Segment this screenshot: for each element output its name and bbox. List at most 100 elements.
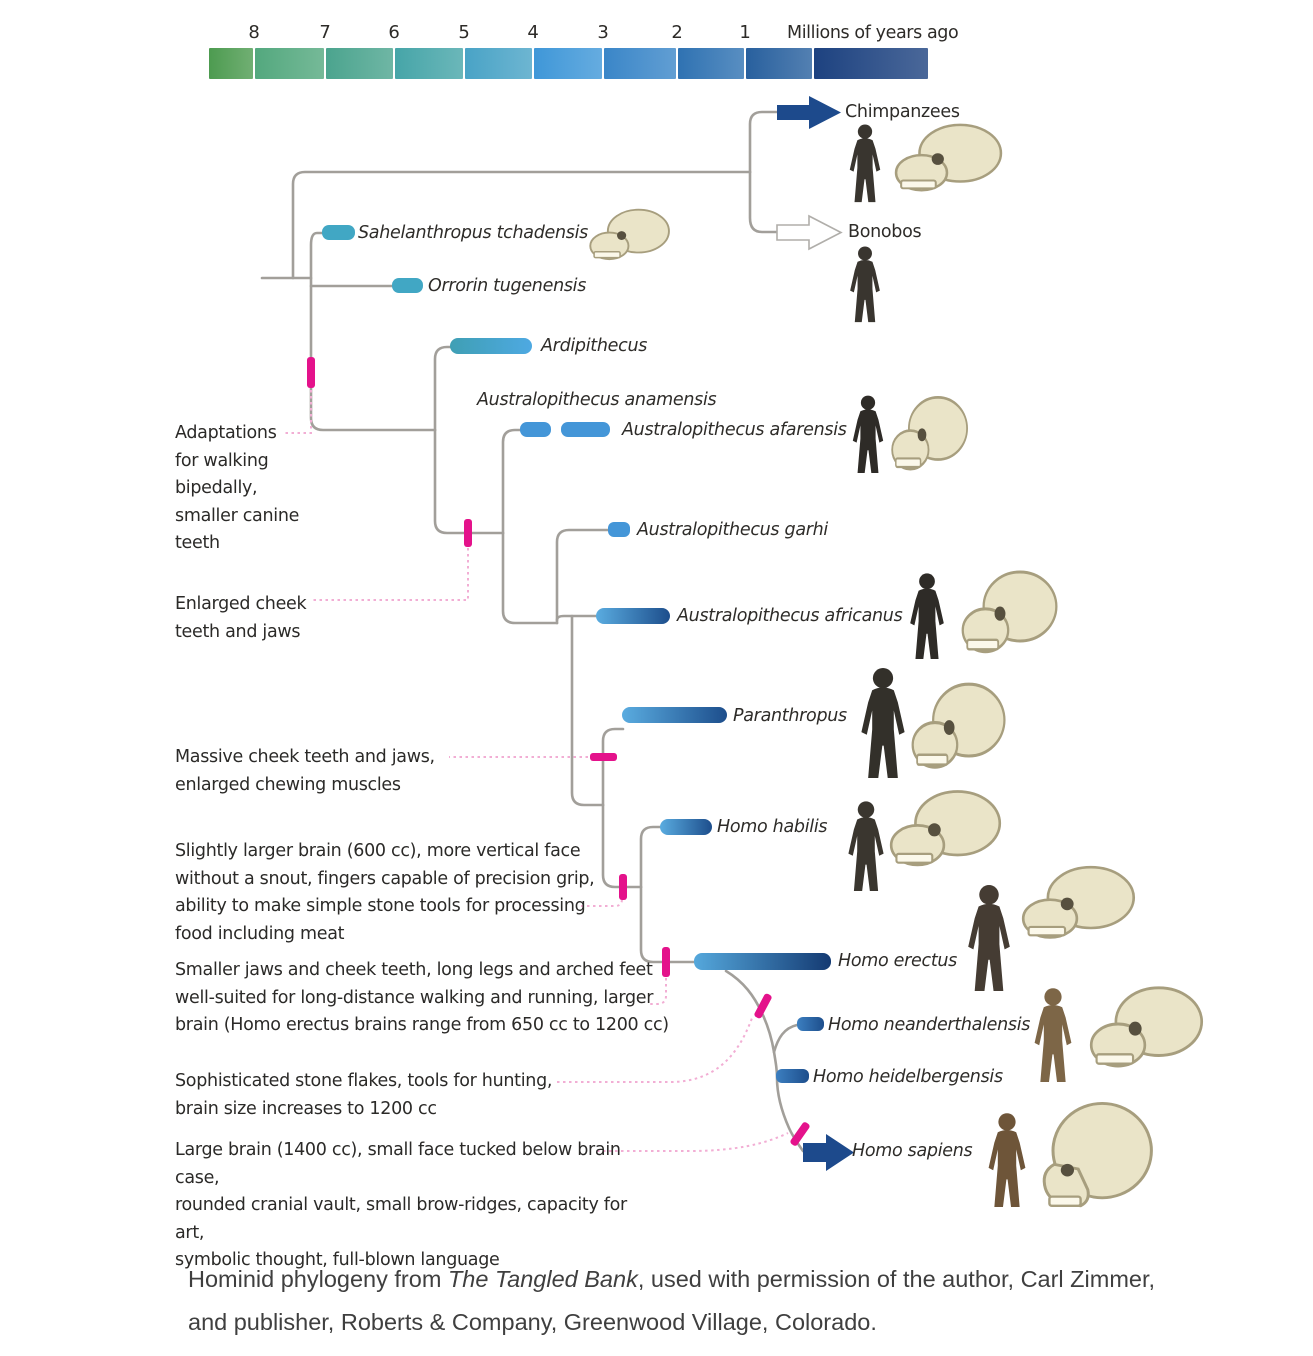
bar-neanderthalensis (797, 1017, 824, 1031)
bar-afarensis (561, 422, 610, 437)
sapiens-skull-illustration (1035, 1100, 1155, 1215)
chimpanzee-body-illustration (842, 124, 888, 204)
branch-australopith-stem (433, 428, 505, 535)
label-paranthropus: Paranthropus (733, 706, 847, 726)
bar-garhi (608, 522, 630, 537)
branch-homo-stem (601, 803, 643, 889)
timeline-segment-3 (395, 48, 463, 79)
branch-garhi (555, 528, 611, 625)
label-africanus: Australopithecus africanus (677, 606, 903, 626)
bar-erectus (694, 953, 831, 970)
timeline-segment-9 (814, 48, 928, 79)
branch-neanderthalensis (772, 1023, 799, 1054)
annotation-erectus-traits: Smaller jaws and cheek teeth, long legs … (175, 960, 669, 1036)
erectus-skull-illustration (1020, 862, 1138, 950)
bar-habilis (660, 819, 712, 835)
timeline-segment-8 (746, 48, 812, 79)
caption-suffix: , used with permission of the author, Ca… (188, 1266, 1156, 1335)
annotation-leaders (283, 390, 789, 1152)
trait-ticks (307, 357, 810, 1146)
branch-erectus (639, 885, 697, 964)
leader-stone-flakes (557, 1017, 753, 1083)
timeline-segment-4 (465, 48, 532, 79)
timeline-segment-2 (326, 48, 393, 79)
label-anamensis: Australopithecus anamensis (477, 390, 717, 410)
sahelanthropus-skull-illustration (588, 206, 672, 268)
annotation-stone-flakes: Sophisticated stone flakes, tools for hu… (175, 1071, 553, 1119)
annotation-large-brain: Large brain (1400 cc), small face tucked… (175, 1140, 627, 1271)
habilis-body-illustration (844, 788, 888, 906)
branch-down-1 (501, 531, 559, 625)
timeline-tick-7: 7 (319, 22, 331, 43)
annotation-600cc: Slightly larger brain (600 cc), more ver… (175, 841, 595, 944)
branch-ardipithecus (433, 345, 453, 432)
tree-branches (260, 110, 805, 1153)
annotation-massive-cheek: Massive cheek teeth and jaws, enlarged c… (175, 747, 435, 795)
label-erectus: Homo erectus (838, 951, 958, 971)
timeline-title: Millions of years ago (787, 23, 959, 43)
leader-large-brain (597, 1132, 789, 1152)
africanus-body-illustration (906, 560, 948, 674)
sapiens-body-illustration (984, 1090, 1030, 1232)
label-ardipithecus: Ardipithecus (541, 336, 648, 356)
figure-caption: Hominid phylogeny from The Tangled Bank,… (188, 1258, 1198, 1344)
bonobos-arrow (776, 214, 843, 251)
timeline-tick-6: 6 (388, 22, 400, 43)
label-afarensis: Australopithecus afarensis (622, 420, 847, 440)
annotation-bipedal: Adaptations for walking bipedally, small… (175, 423, 300, 554)
branch-africanus (555, 614, 599, 622)
tick-large-brain (790, 1122, 810, 1146)
branch-chimpanzee (748, 110, 779, 174)
timeline-tick-1: 1 (739, 22, 751, 43)
label-neanderthalensis: Homo neanderthalensis (828, 1015, 1031, 1035)
timeline-tick-2: 2 (671, 22, 683, 43)
branch-down-2 (570, 614, 605, 807)
label-sahelanthropus: Sahelanthropus tchadensis (358, 223, 588, 243)
label-bonobos: Bonobos (848, 222, 922, 242)
branch-habilis (639, 825, 663, 889)
timeline-segment-0 (209, 48, 253, 79)
timeline-segment-1 (255, 48, 324, 79)
branch-afarensis (501, 428, 523, 535)
label-sapiens: Homo sapiens (852, 1141, 973, 1161)
afarensis-body-illustration (849, 388, 887, 482)
bar-africanus (596, 608, 670, 624)
label-heidelbergensis: Homo heidelbergensis (813, 1067, 1003, 1087)
africanus-skull-illustration (960, 566, 1060, 666)
label-orrorin: Orrorin tugenensis (428, 276, 587, 296)
bar-heidelbergensis (776, 1069, 809, 1083)
branch-chimp-clade (291, 170, 752, 280)
chimpanzees-arrow (777, 96, 841, 129)
sapiens-arrow (803, 1134, 854, 1171)
leader-600cc (581, 898, 623, 907)
timeline-segment-6 (604, 48, 676, 79)
timeline-tick-8: 8 (248, 22, 260, 43)
label-garhi: Australopithecus garhi (637, 520, 828, 540)
branch-bonobo (748, 170, 779, 234)
bar-paranthropus (622, 707, 727, 723)
habilis-skull-illustration (888, 786, 1004, 878)
label-habilis: Homo habilis (717, 817, 828, 837)
timeline-tick-4: 4 (527, 22, 539, 43)
leader-cheek-teeth (312, 548, 469, 601)
tick-stone-flakes (754, 993, 772, 1019)
paranthropus-skull-illustration (910, 678, 1008, 782)
tick-erectus-traits (662, 947, 670, 977)
annotation-cheek-teeth: Enlarged cheek teeth and jaws (175, 594, 307, 642)
erectus-body-illustration (963, 870, 1015, 1008)
branch-paranthropus (601, 727, 625, 807)
timeline-segment-7 (678, 48, 744, 79)
bonobo-body-illustration (844, 246, 886, 324)
leader-bipedal (283, 390, 312, 434)
afarensis-skull-illustration (890, 392, 970, 482)
timeline-segment-5 (534, 48, 602, 79)
chimpanzee-skull-illustration (893, 120, 1005, 202)
leader-erectus-traits (648, 978, 667, 1005)
paranthropus-body-illustration (856, 664, 910, 784)
branch-hominin-stem (309, 231, 437, 432)
range-bars (322, 225, 831, 1083)
tick-bipedal (307, 357, 315, 388)
neanderthalensis-body-illustration (1030, 972, 1076, 1100)
